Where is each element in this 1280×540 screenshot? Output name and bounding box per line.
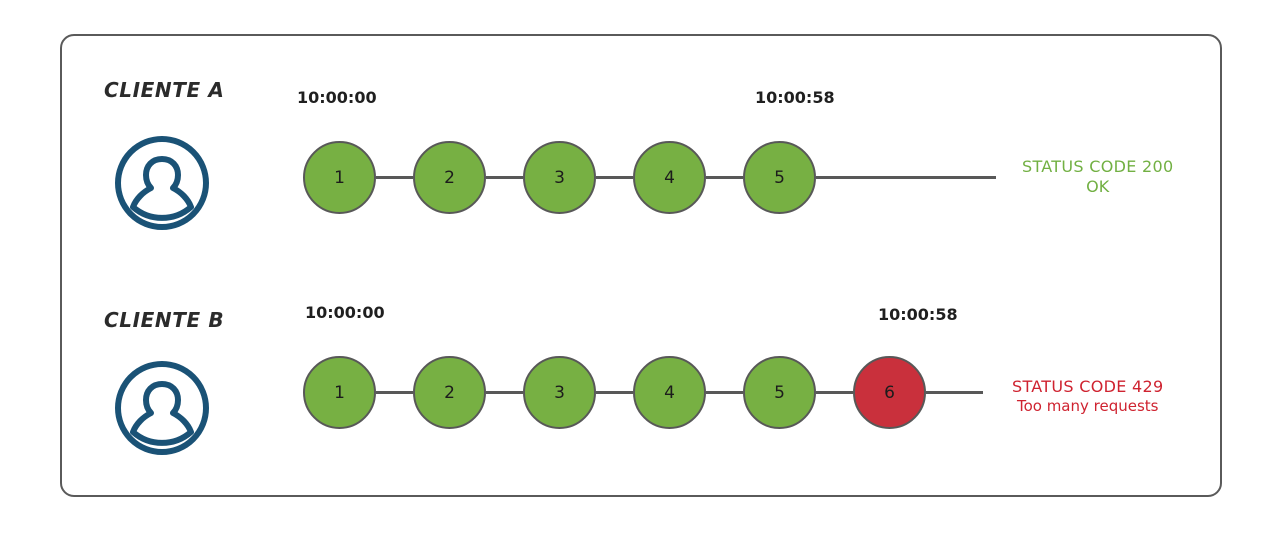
client-b-status: STATUS CODE 429 Too many requests <box>1012 377 1163 415</box>
request-node-1[interactable]: 1 <box>303 141 376 214</box>
request-node-2[interactable]: 2 <box>413 141 486 214</box>
client-a-status: STATUS CODE 200 OK <box>1022 157 1173 197</box>
user-avatar-icon <box>112 358 212 458</box>
client-a-label: CLIENTE A <box>104 78 225 102</box>
client-b-label: CLIENTE B <box>104 308 225 332</box>
client-b-end-time: 10:00:58 <box>878 305 958 324</box>
request-node-5[interactable]: 5 <box>743 141 816 214</box>
request-node-5[interactable]: 5 <box>743 356 816 429</box>
client-b-start-time: 10:00:00 <box>305 303 385 322</box>
user-avatar-icon <box>112 133 212 233</box>
request-node-4[interactable]: 4 <box>633 356 706 429</box>
diagram-frame <box>60 34 1222 497</box>
chain-link <box>706 176 743 179</box>
chain-link <box>706 391 743 394</box>
chain-link <box>376 391 413 394</box>
chain-link <box>486 391 523 394</box>
chain-link <box>596 391 633 394</box>
chain-link <box>486 176 523 179</box>
client-b-status-text: Too many requests <box>1016 396 1159 415</box>
request-node-6[interactable]: 6 <box>853 356 926 429</box>
chain-link <box>596 176 633 179</box>
chain-link <box>376 176 413 179</box>
request-node-3[interactable]: 3 <box>523 356 596 429</box>
request-node-2[interactable]: 2 <box>413 356 486 429</box>
client-a-status-text: OK <box>1086 176 1110 196</box>
client-b-status-code: STATUS CODE 429 <box>1012 377 1164 396</box>
client-a-end-time: 10:00:58 <box>755 88 835 107</box>
chain-link <box>816 391 853 394</box>
request-node-4[interactable]: 4 <box>633 141 706 214</box>
chain-tail <box>926 391 983 394</box>
request-node-1[interactable]: 1 <box>303 356 376 429</box>
chain-tail <box>816 176 996 179</box>
client-a-start-time: 10:00:00 <box>297 88 377 107</box>
client-a-status-code: STATUS CODE 200 <box>1022 157 1174 176</box>
request-node-3[interactable]: 3 <box>523 141 596 214</box>
